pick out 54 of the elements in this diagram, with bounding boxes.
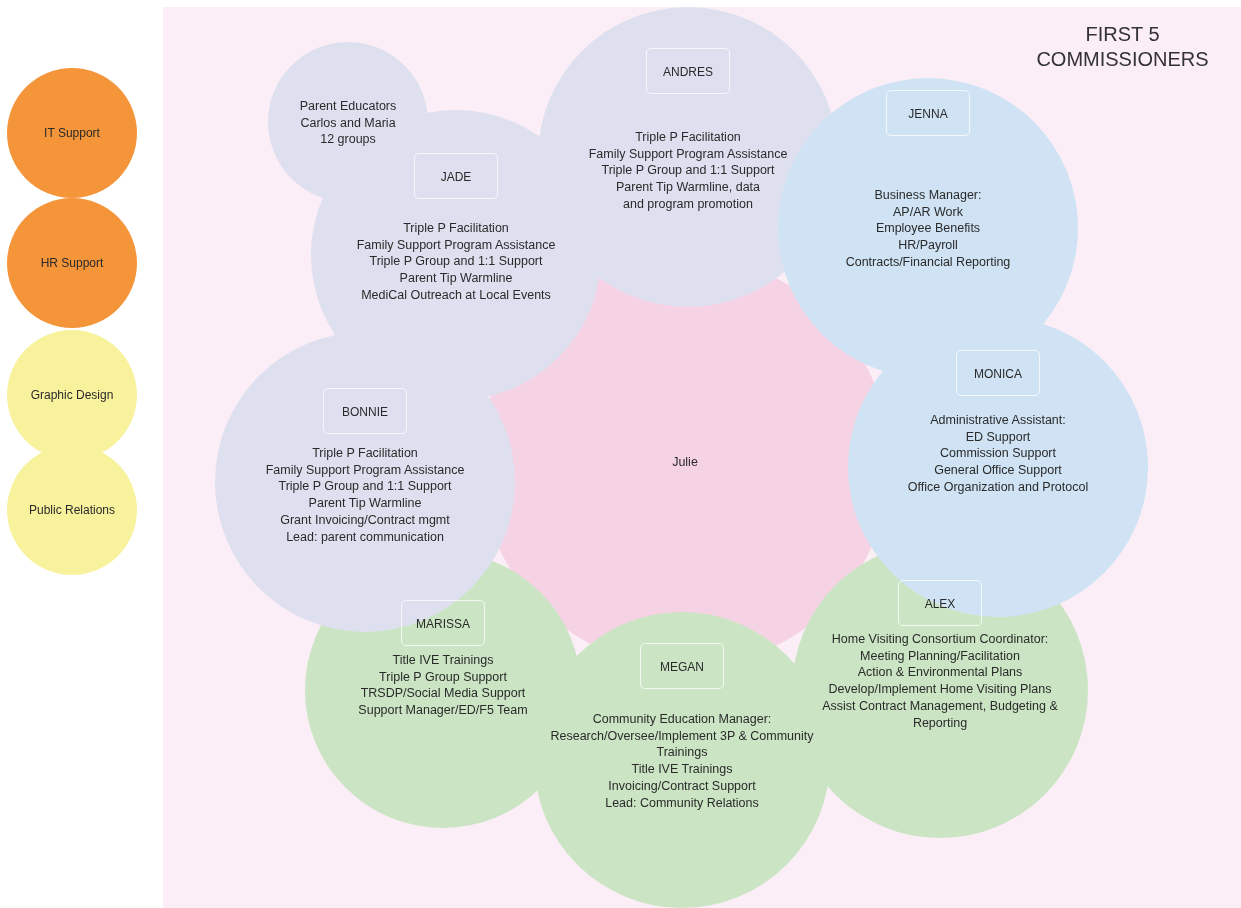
duty-text: Home Visiting Consortium Coordinator: [831, 631, 1049, 648]
duty-text: Grant Invoicing/Contract mgmt [280, 511, 450, 529]
name-tag: BONNIE [323, 388, 407, 434]
duty-text: Title IVE Trainings [392, 652, 494, 669]
name-tag: MEGAN [640, 643, 724, 689]
duty-text: Triple P Facilitation [312, 445, 418, 462]
duty-text: Invoicing/Contract Support [608, 777, 756, 795]
role-label: Graphic Design [30, 386, 114, 404]
duty-text: Triple P Group and 1:1 Support [601, 162, 775, 180]
duty-text: Lead: parent communication [286, 528, 444, 546]
role-label: HR Support [40, 254, 104, 272]
duty-text: Employee Benefits [875, 220, 981, 238]
name-tag: MONICA [956, 350, 1040, 396]
role-label: IT Support [44, 124, 100, 142]
duty-text: Title IVE Trainings [631, 761, 733, 778]
name-tag: ALEX [898, 580, 982, 626]
duty-text: MediCal Outreach at Local Events [361, 286, 551, 304]
duty-text: Triple P Group and 1:1 Support [369, 253, 543, 271]
duty-text: Business Manager: [874, 187, 982, 204]
name-tag: JENNA [886, 90, 970, 136]
duty-text: Family Support Program Assistance [265, 461, 465, 479]
duty-text: Office Organization and Protocol [907, 478, 1089, 496]
duty-text: Research/Oversee/Implement 3P & Community Trainings [549, 727, 815, 762]
duty-text: Administrative Assistant: [930, 412, 1066, 429]
duty-text: Develop/Implement Home Visiting Plans [828, 681, 1052, 698]
duty-text: Contracts/Financial Reporting [845, 253, 1011, 271]
duty-text: Community Education Manager: [592, 711, 772, 728]
duty-text: HR/Payroll [898, 237, 958, 254]
role-label: Public Relations [28, 501, 115, 519]
duty-text: TRSDP/Social Media Support [360, 685, 526, 703]
duty-text: Family Support Program Assistance [356, 236, 556, 254]
duty-text: Support Manager/ED/F5 Team [358, 702, 528, 719]
duty-text: AP/AR Work [893, 203, 963, 221]
duty-text: Triple P Group Support [379, 668, 507, 686]
duty-text: Parent Tip Warmline, data and program promotion [614, 179, 761, 213]
duty-text: Action & Environmental Plans [857, 664, 1023, 682]
duty-text: General Office Support [934, 462, 1062, 479]
duty-text: Commission Support [940, 445, 1056, 463]
duty-text: Triple P Facilitation [403, 220, 509, 237]
title: FIRST 5 COMMISSIONERS [1035, 22, 1210, 72]
name-label: Julie [672, 453, 698, 471]
duty-text: Parent Tip Warmline [399, 270, 513, 287]
duty-text: Assist Contract Management, Budgeting & Reporting [821, 697, 1059, 732]
name-tag: MARISSA [401, 600, 485, 646]
duty-text: Triple P Group and 1:1 Support [278, 478, 452, 496]
duty-text: Triple P Facilitation [635, 129, 741, 146]
duty-text: ED Support [965, 428, 1031, 446]
duty-text: Family Support Program Assistance [588, 145, 788, 163]
name-tag: JADE [414, 153, 498, 199]
name-tag: ANDRES [646, 48, 730, 94]
duty-text: Parent Tip Warmline [308, 495, 422, 512]
duty-text: Meeting Planning/Facilitation [860, 647, 1020, 665]
duty-text: Lead: Community Relations [605, 794, 759, 812]
duty-text: Parent Educators Carlos and Maria 12 groups [298, 98, 398, 149]
